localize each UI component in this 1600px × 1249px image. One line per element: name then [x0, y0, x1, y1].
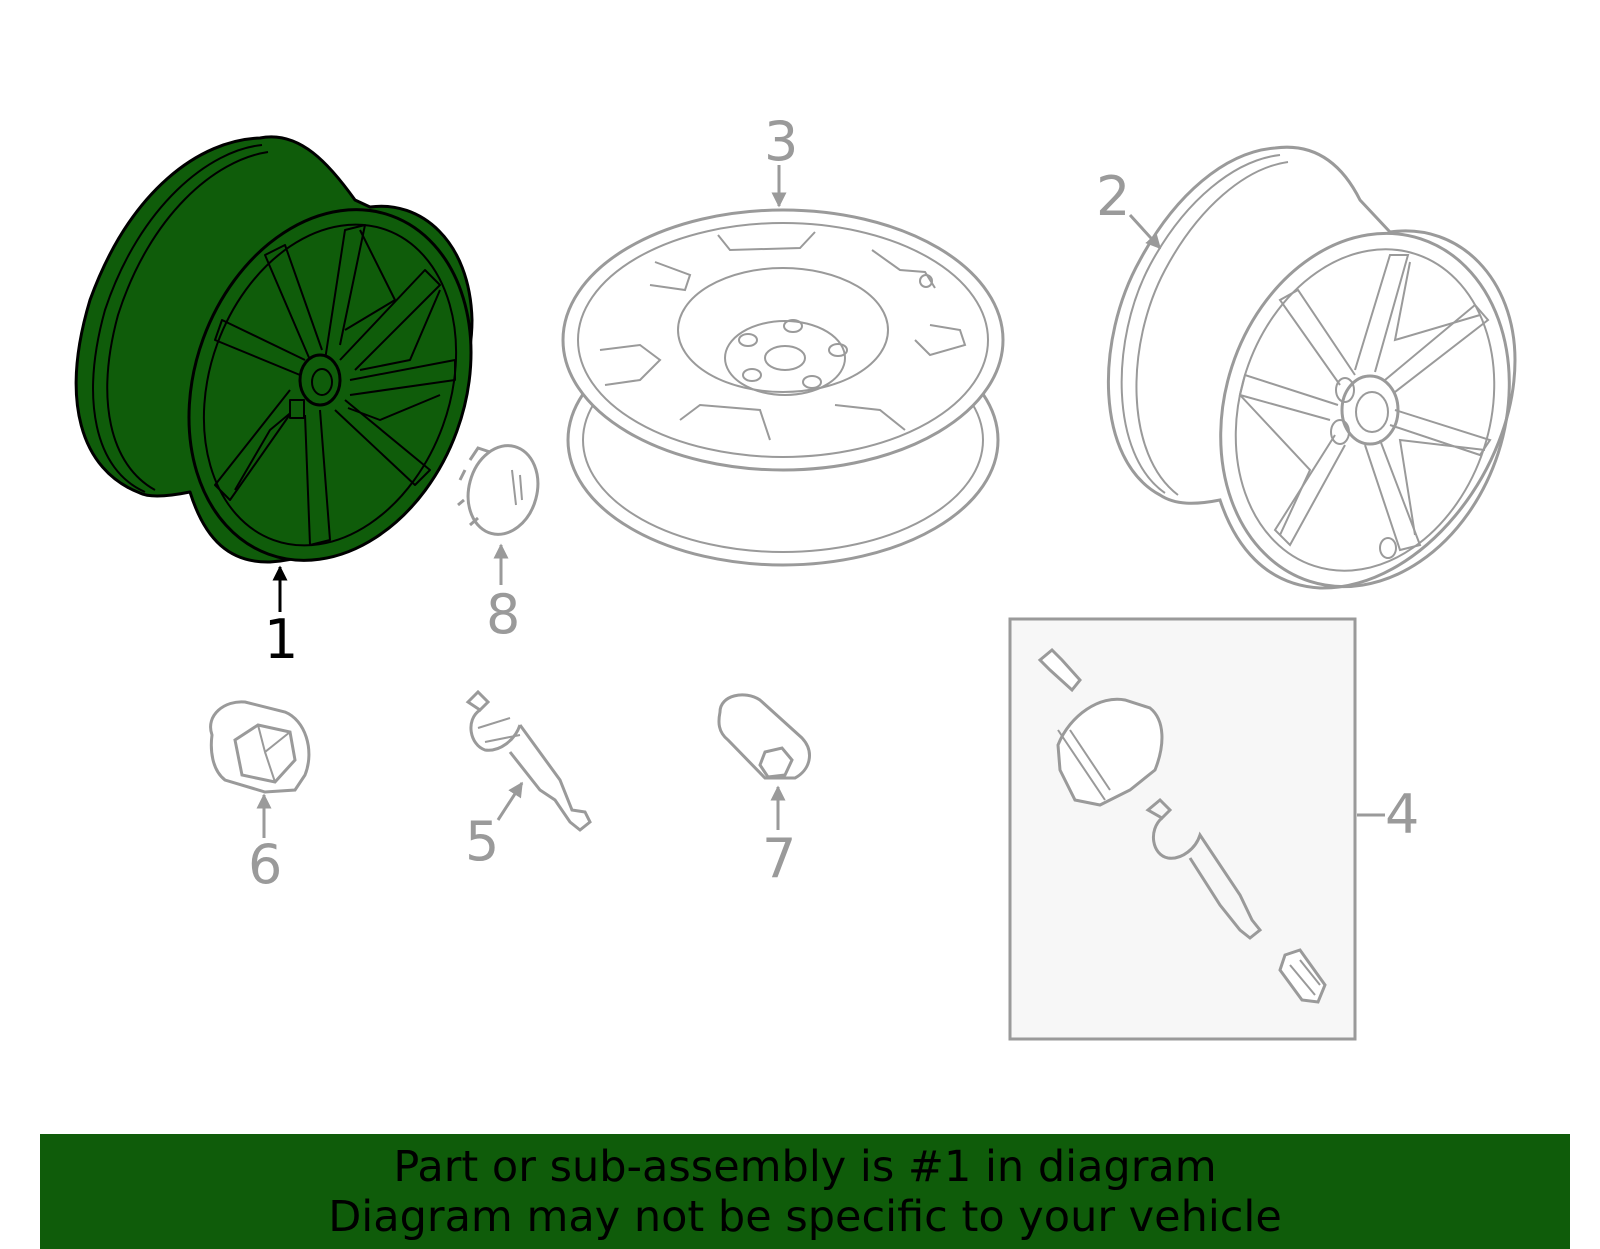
tpms-kit-part-4[interactable]: [1008, 617, 1357, 1041]
callout-5: 5: [465, 810, 499, 873]
wheel-part-2[interactable]: [1106, 145, 1553, 624]
banner-line-1: Part or sub-assembly is #1 in diagram: [393, 1142, 1217, 1192]
callout-1: 1: [264, 608, 298, 671]
leader-2: [1128, 213, 1162, 250]
callout-3: 3: [764, 110, 798, 173]
wheel-part-3-steel[interactable]: [561, 208, 1005, 567]
banner-line-2: Diagram may not be specific to your vehi…: [328, 1192, 1282, 1242]
info-banner: Part or sub-assembly is #1 in diagram Di…: [40, 1134, 1570, 1249]
lug-nut-part-6[interactable]: [209, 700, 311, 794]
callout-8: 8: [486, 583, 520, 646]
leader-5: [496, 781, 524, 821]
valve-stem-part-5[interactable]: [465, 689, 592, 832]
callout-6: 6: [248, 833, 282, 896]
callout-4: 4: [1385, 783, 1419, 846]
wheel-part-1-highlighted[interactable]: [74, 135, 518, 600]
callout-2: 2: [1096, 165, 1130, 228]
center-cap-part-8[interactable]: [457, 438, 547, 543]
locking-lug-part-7[interactable]: [717, 693, 811, 780]
callout-leaders: [256, 165, 1385, 838]
callout-7: 7: [762, 827, 796, 890]
